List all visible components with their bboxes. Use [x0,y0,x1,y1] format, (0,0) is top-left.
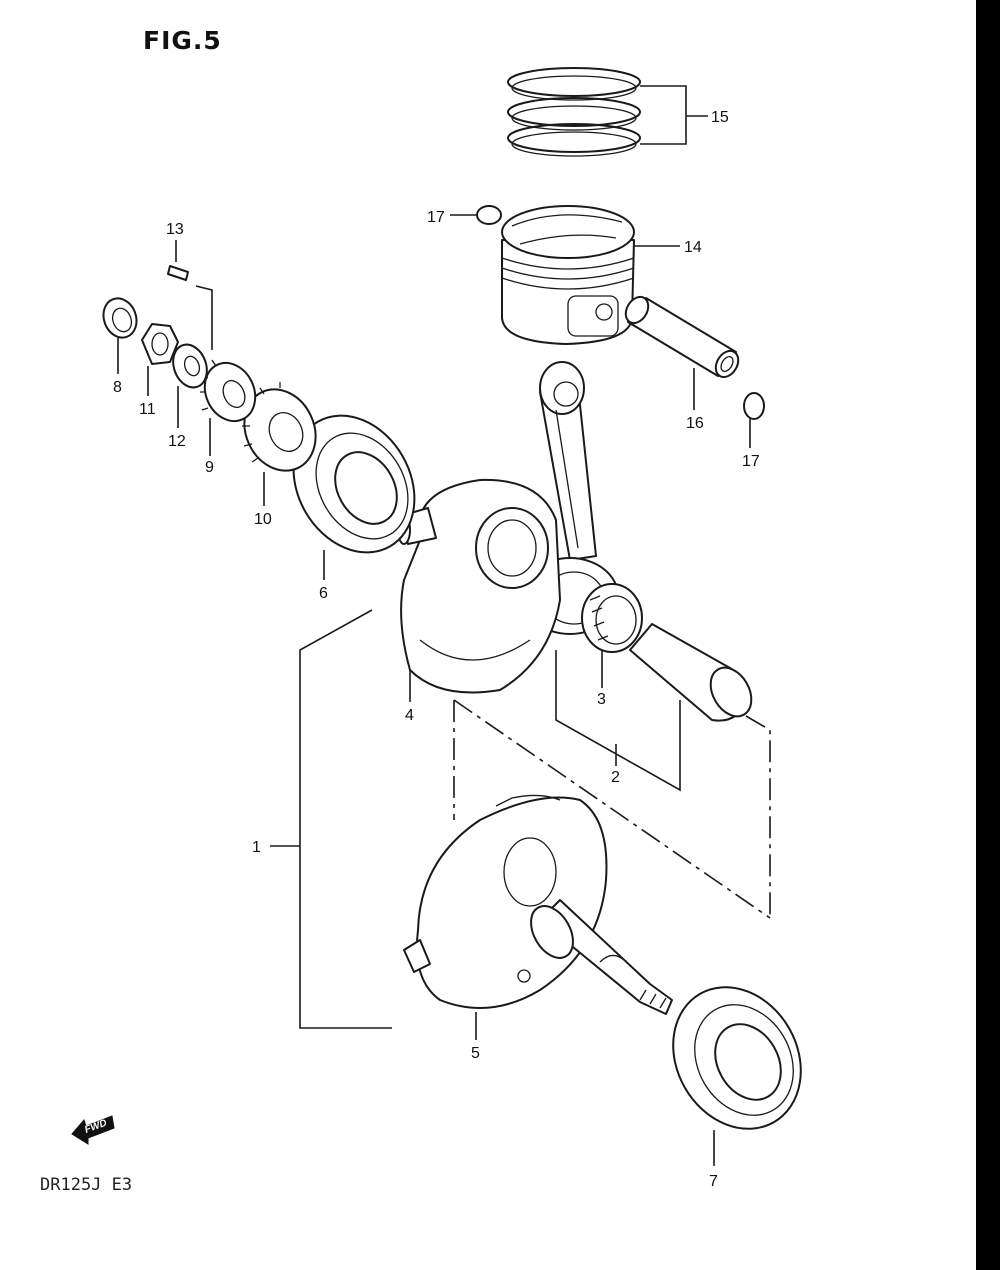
callout-16: 16 [686,415,704,432]
callout-13: 13 [166,221,184,238]
callout-3: 3 [597,691,606,708]
crankshaft-left-half [403,794,673,1015]
callout-17-lower: 17 [742,453,760,470]
primary-drive-gear [242,382,317,472]
fwd-arrow-icon: FWD [71,1115,115,1145]
callout-8: 8 [113,379,122,396]
nut [141,323,179,365]
callout-9: 9 [205,459,214,476]
model-code-label: DR125J E3 [40,1175,133,1195]
figure-title: FIG.5 [143,26,222,55]
callout-15: 15 [711,109,729,126]
crank-pin [629,623,753,722]
piston-pin-circlip-lower [743,392,765,420]
crankshaft-bearing-right [292,414,416,554]
callout-17-upper: 17 [427,209,445,226]
crankshaft-right-half [397,478,561,694]
washer [172,343,208,389]
callout-labels: 15 17 14 16 17 13 8 11 12 9 10 6 4 3 2 1… [113,109,760,1190]
callout-11: 11 [139,401,156,418]
assembly-dash-lines [453,699,771,919]
piston [501,205,635,345]
callout-12: 12 [168,433,186,450]
woodruff-key [167,265,189,281]
callout-10: 10 [254,511,272,528]
big-end-bearing [581,583,643,653]
piston-pin [624,295,740,379]
piston-rings [507,67,641,157]
scan-edge-bar [976,0,1000,1270]
callout-4: 4 [405,707,414,724]
callout-14: 14 [684,239,702,256]
oil-seal [102,297,138,339]
leader-lines [117,85,751,1166]
piston-pin-circlip-upper [476,205,502,225]
callout-5: 5 [471,1045,480,1062]
crankshaft-bearing-left [672,986,802,1130]
callout-7: 7 [709,1173,718,1190]
callout-6: 6 [319,585,328,602]
callout-1: 1 [252,839,261,856]
callout-2: 2 [611,769,620,786]
